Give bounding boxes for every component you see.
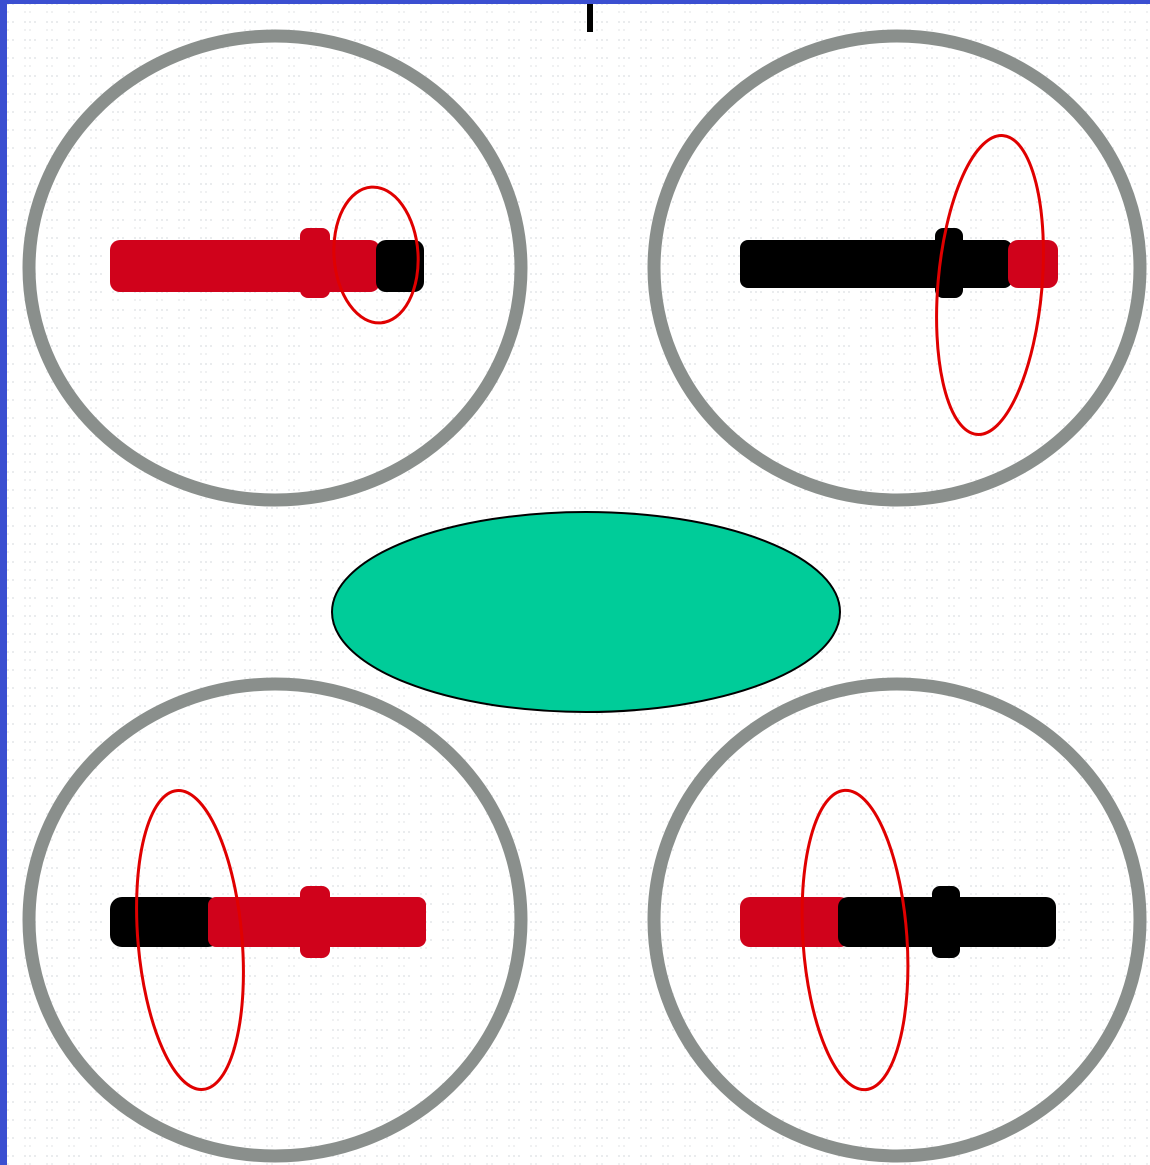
chromosome-arm-red [740,897,850,947]
left-edge-bar [0,0,7,1165]
chromosome-arm-red [1008,240,1058,288]
top-tick-mark [587,4,593,32]
top-edge-bar [0,0,1150,4]
chromosome-arm-black [110,897,220,947]
chromosome-centromere [300,886,330,958]
chromosome-centromere [300,228,330,298]
chromosome-centromere [932,886,960,958]
center-ellipse [332,512,840,712]
chromosome-arm-black [740,240,1012,288]
